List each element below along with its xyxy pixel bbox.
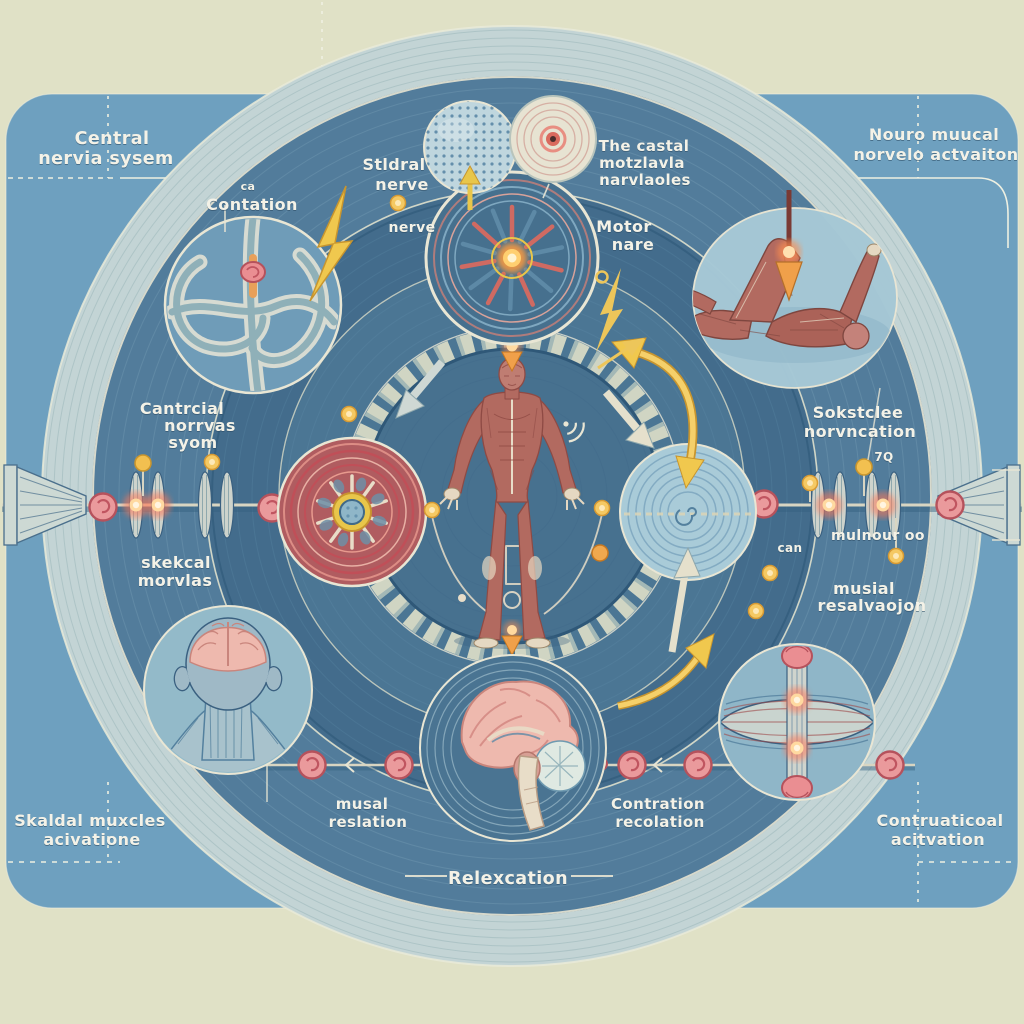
svg-text:musial: musial bbox=[833, 579, 895, 598]
svg-text:Central: Central bbox=[75, 129, 150, 149]
svg-text:nare: nare bbox=[612, 235, 655, 254]
label-cantation: ca Contation bbox=[206, 180, 298, 214]
label-neuro-muscular-activation: Nouro muucal norvelo actvaiton bbox=[853, 125, 1018, 164]
label-motor-nerve: Motor nare bbox=[596, 217, 654, 254]
label-central-motor-neurons: The castal motzlavla narvlaoles bbox=[599, 137, 691, 189]
label-muscle-relaxation-right: musial resalvaojon bbox=[817, 579, 926, 615]
yellow-pin bbox=[134, 454, 152, 472]
label-motor-neuron: mulnour oo bbox=[831, 528, 925, 544]
svg-text:Contation: Contation bbox=[206, 195, 298, 214]
yellow-short-arrow bbox=[597, 338, 644, 370]
label-rq: 7Q bbox=[874, 450, 893, 464]
svg-text:norrvas: norrvas bbox=[164, 416, 236, 435]
motor-unit-circle bbox=[424, 170, 600, 346]
label-skeletal-innervation: Sokstclee norvncation bbox=[804, 403, 916, 441]
small-lightning-icon bbox=[595, 268, 623, 352]
svg-text:nerve: nerve bbox=[375, 175, 428, 194]
svg-text:acivatione: acivatione bbox=[43, 830, 140, 849]
label-skeletal-nerves: skekcal morvlas bbox=[138, 553, 213, 590]
impulse-arrowhead bbox=[775, 261, 803, 302]
svg-text:narvlaoles: narvlaoles bbox=[599, 171, 691, 189]
svg-text:recolation: recolation bbox=[615, 813, 704, 831]
svg-text:norvncation: norvncation bbox=[804, 422, 916, 441]
reclining-figure-circle bbox=[692, 190, 898, 461]
svg-text:Skaldal muxcles: Skaldal muxcles bbox=[14, 811, 165, 830]
svg-text:nervia sysem: nervia sysem bbox=[38, 149, 173, 169]
neuromuscular-junction-circle bbox=[718, 643, 876, 801]
svg-text:Contruaticoal: Contruaticoal bbox=[877, 811, 1004, 830]
svg-text:Contration: Contration bbox=[611, 795, 705, 813]
nerve-bundle-circle bbox=[163, 215, 343, 395]
cream-arrow-down-right bbox=[602, 389, 655, 449]
dotted-sphere bbox=[423, 100, 517, 210]
label-relaxation: Relexcation bbox=[448, 869, 568, 889]
cream-arrow-up bbox=[668, 546, 701, 653]
yellow-curved-arrow bbox=[617, 633, 715, 710]
svg-text:morvlas: morvlas bbox=[138, 571, 213, 590]
svg-text:resalvaojon: resalvaojon bbox=[817, 596, 926, 615]
svg-text:acitvation: acitvation bbox=[891, 830, 985, 849]
brain-circle bbox=[419, 654, 607, 842]
svg-text:reslation: reslation bbox=[329, 813, 408, 831]
svg-text:musal: musal bbox=[336, 795, 389, 813]
label-can: can bbox=[778, 541, 803, 555]
yellow-pin bbox=[855, 458, 873, 476]
svg-text:Motor: Motor bbox=[596, 217, 651, 236]
label-contractual-activation: Contruaticoal acitvation bbox=[877, 811, 1004, 849]
connector-lines bbox=[224, 183, 1020, 877]
svg-text:Cantrcial: Cantrcial bbox=[140, 399, 224, 418]
svg-text:Nouro muucal: Nouro muucal bbox=[869, 125, 999, 144]
svg-text:Sokstclee: Sokstclee bbox=[813, 403, 904, 422]
muscle-spindle-circle bbox=[276, 436, 428, 588]
label-muscle-relaxation-bottom: musal reslation bbox=[329, 795, 408, 831]
central-muscular-figure bbox=[431, 357, 603, 649]
label-contraction-resolution: Contration recolation bbox=[611, 795, 705, 831]
svg-text:skekcal: skekcal bbox=[141, 553, 211, 572]
svg-text:Stldral: Stldral bbox=[362, 155, 425, 174]
cream-arrow-down-left bbox=[395, 359, 446, 419]
svg-text:syom: syom bbox=[168, 433, 217, 452]
label-nerve: nerve bbox=[389, 220, 436, 236]
svg-text:ca: ca bbox=[241, 180, 256, 193]
svg-text:motzlavla: motzlavla bbox=[599, 154, 685, 172]
label-central-nervous-top-left: Central nervia sysem bbox=[38, 129, 173, 169]
label-central-nervous-mid-left: Cantrcial norrvas syom bbox=[140, 399, 236, 452]
label-sternal-nerve: Stldral nerve bbox=[362, 155, 428, 194]
head-back-circle bbox=[143, 605, 313, 775]
svg-text:norvelo actvaiton: norvelo actvaiton bbox=[853, 145, 1018, 164]
label-skeletal-muscles-activation: Skaldal muxcles acivatione bbox=[14, 811, 165, 849]
wifi-signal-icon bbox=[563, 421, 585, 443]
svg-text:The castal: The castal bbox=[599, 137, 690, 155]
egg-cell-circle bbox=[509, 95, 597, 183]
scatter-dots bbox=[203, 194, 905, 620]
lightning-bolt-icon bbox=[309, 185, 354, 302]
